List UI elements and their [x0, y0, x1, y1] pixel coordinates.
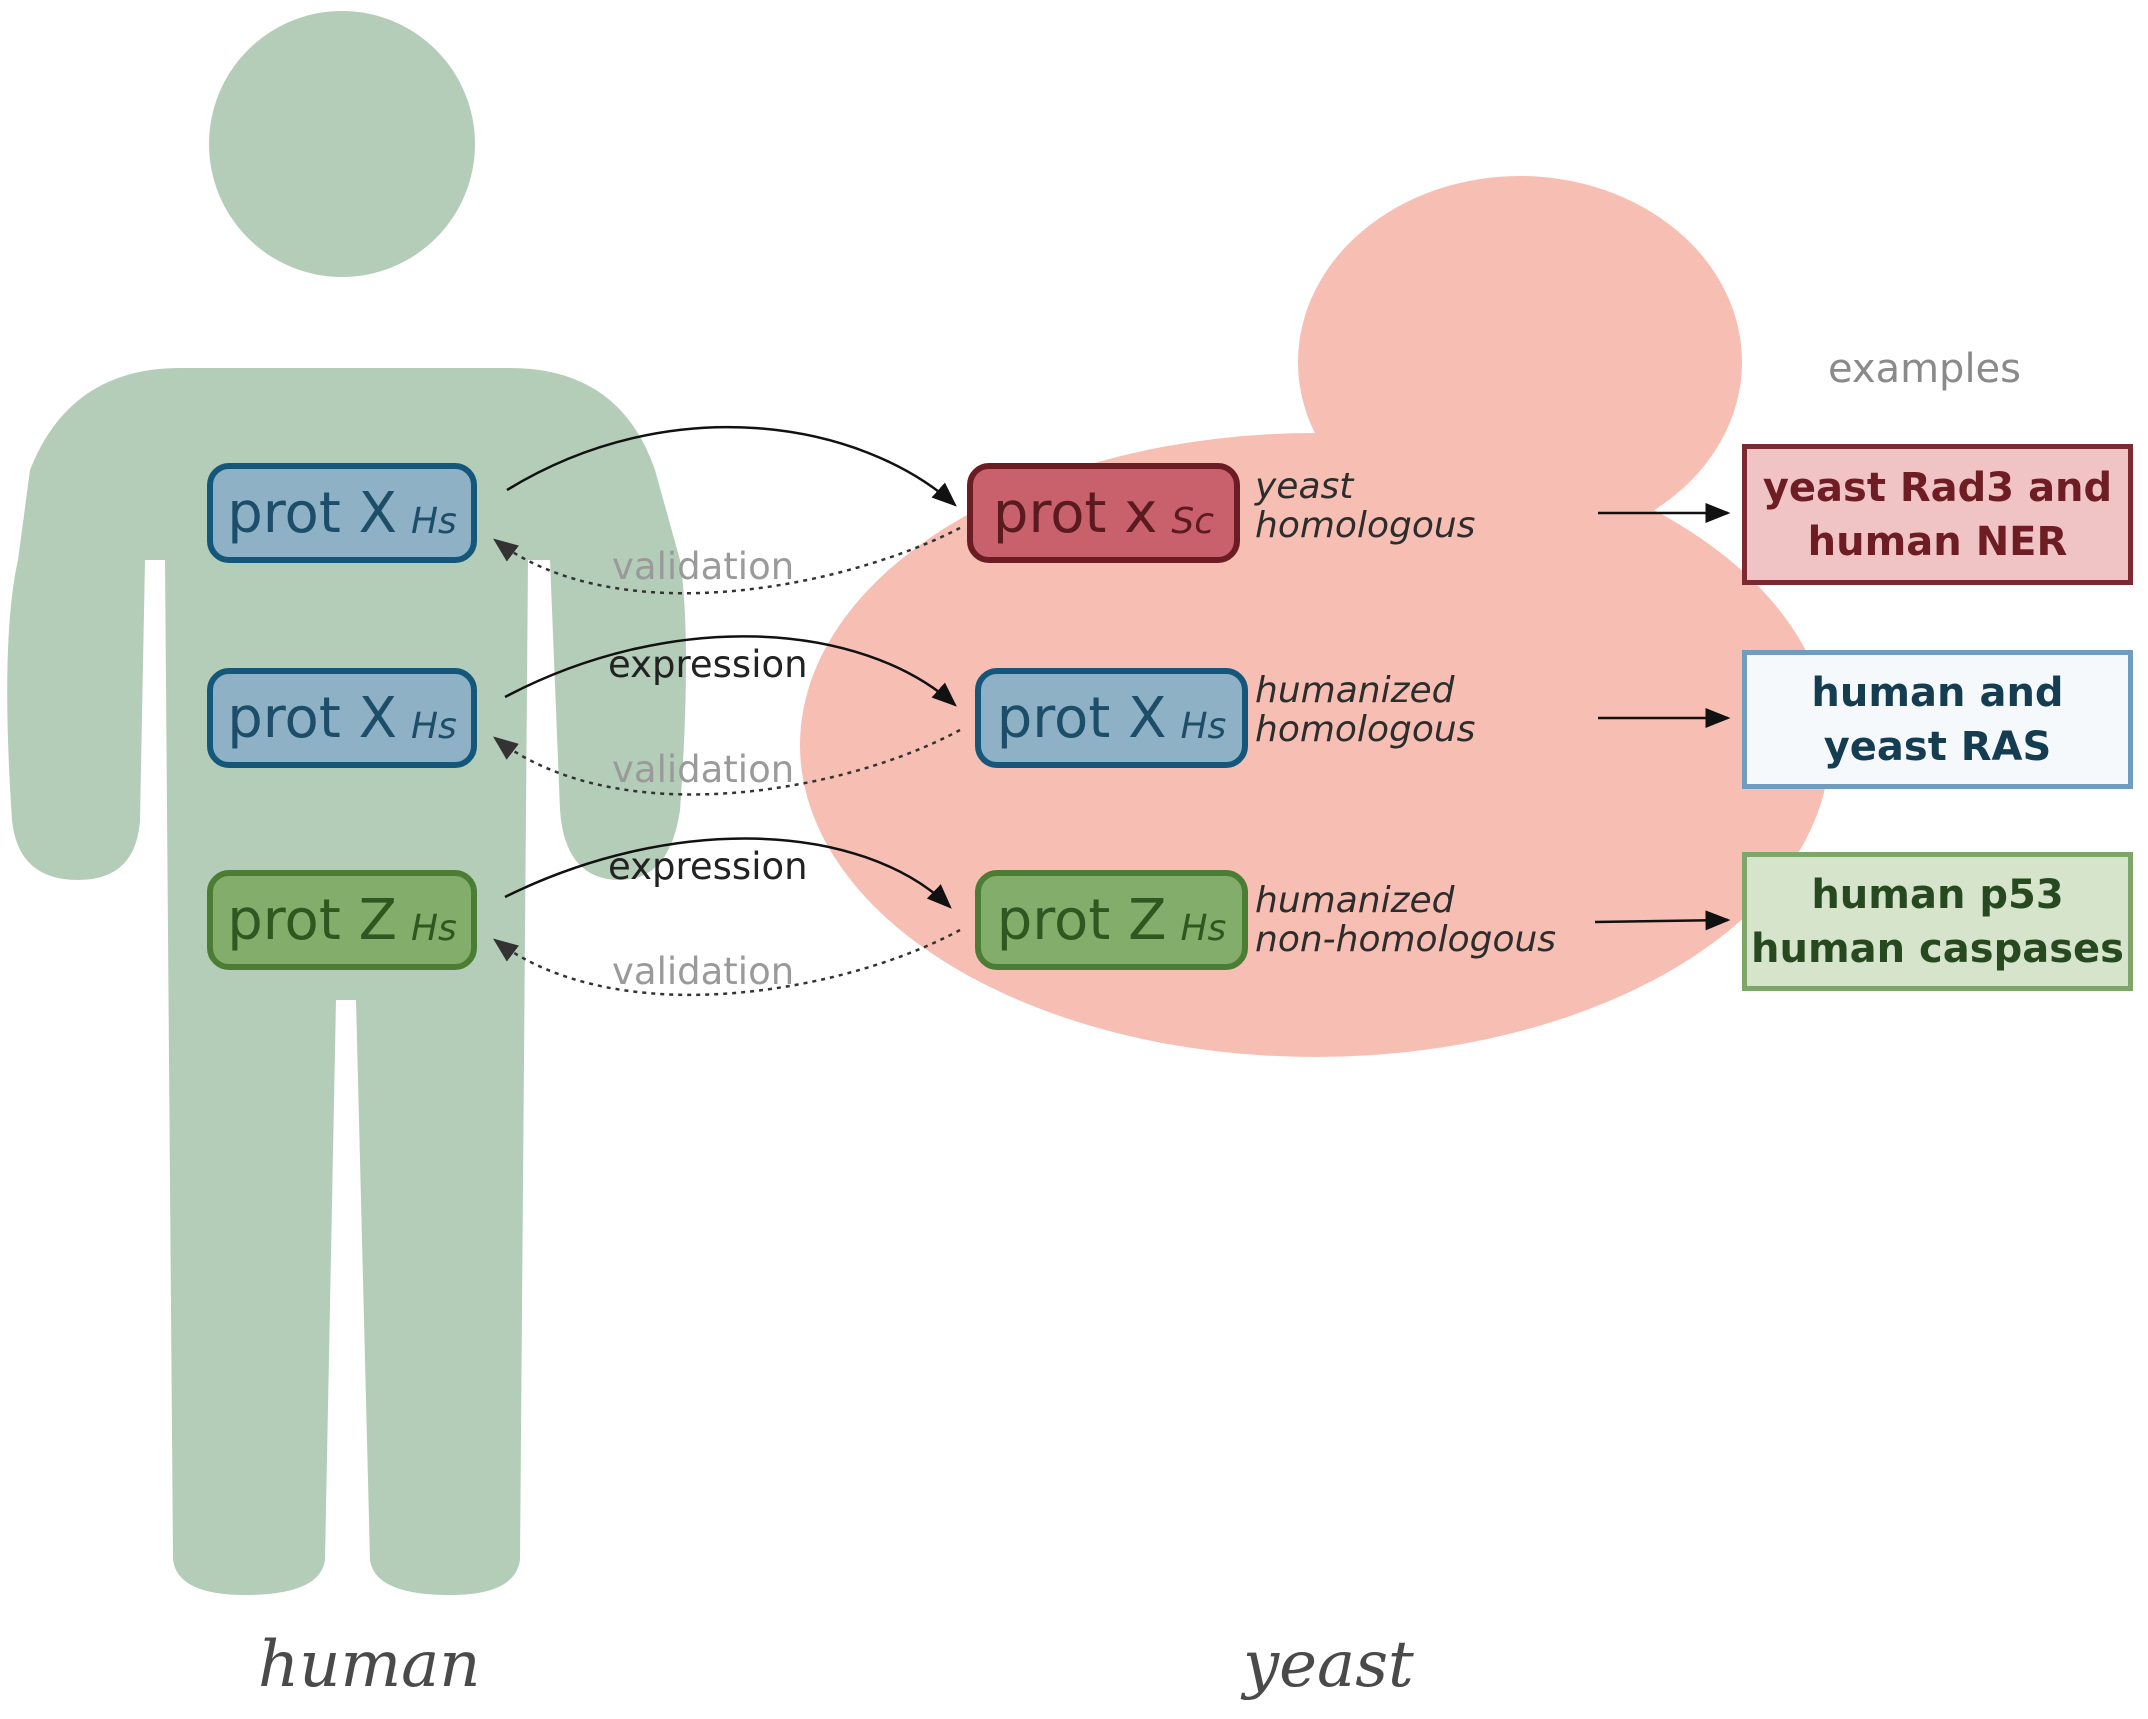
examples-title: examples: [1828, 346, 2022, 392]
yeast-protein-box-1: prot x Sc: [967, 463, 1240, 563]
category-line-1: humanized: [1255, 670, 1455, 711]
expression-label-1: expression: [608, 643, 808, 686]
protein-name: prot Z: [227, 887, 397, 953]
validation-label-1: validation: [612, 545, 795, 588]
protein-name: prot X: [227, 685, 397, 751]
human-head: [209, 11, 475, 277]
human-body: [7, 368, 686, 1595]
yeast-caption: yeast: [1243, 1628, 1414, 1702]
category-line-2: homologous: [1255, 505, 1476, 546]
validation-label-3: validation: [612, 950, 795, 993]
yeast-protein-box-2: prot X Hs: [975, 668, 1248, 768]
expression-arrow-1: [506, 425, 957, 507]
species-label: Hs: [1180, 907, 1227, 949]
yeast-protein-box-3: prot Z Hs: [975, 870, 1248, 970]
expression-arrow-2: [504, 635, 957, 707]
species-label: Sc: [1171, 500, 1215, 542]
category-line-2: non-homologous: [1255, 919, 1557, 960]
validation-arrow-1: [493, 526, 961, 595]
validation-arrow-2: [493, 728, 961, 796]
protein-name: prot x: [992, 480, 1158, 546]
category-line-1: yeast: [1255, 466, 1354, 507]
protein-name: prot X: [227, 480, 397, 546]
protein-name: prot Z: [996, 887, 1167, 953]
example-arrow-3: [1594, 910, 1731, 931]
human-protein-box-3: prot Z Hs: [207, 870, 477, 970]
human-caption: human: [258, 1628, 481, 1702]
example-box-2: human and yeast RAS: [1742, 650, 2133, 789]
category-label-2: humanized homologous: [1255, 671, 1475, 749]
validation-label-2: validation: [612, 748, 795, 791]
example-line-1: human p53: [1811, 871, 2064, 918]
species-label: Hs: [410, 705, 457, 747]
species-label: Hs: [1180, 705, 1227, 747]
example-line-1: yeast Rad3 and: [1762, 464, 2113, 511]
category-line-2: homologous: [1255, 709, 1476, 750]
category-label-1: yeast homologous: [1255, 467, 1475, 545]
human-protein-box-2: prot X Hs: [207, 668, 477, 768]
category-line-1: humanized: [1255, 880, 1455, 921]
example-line-2: human caspases: [1751, 925, 2124, 972]
expression-label-2: expression: [608, 845, 808, 888]
example-box-3: human p53 human caspases: [1742, 852, 2133, 991]
human-protein-box-1: prot X Hs: [207, 463, 477, 563]
example-line-1: human and: [1811, 669, 2064, 716]
example-box-1: yeast Rad3 and human NER: [1742, 444, 2133, 585]
category-label-3: humanized non-homologous: [1255, 881, 1556, 959]
validation-arrow-3: [493, 928, 961, 997]
species-label: Hs: [410, 907, 457, 949]
protein-name: prot X: [996, 685, 1167, 751]
species-label: Hs: [410, 500, 457, 542]
expression-arrow-3: [504, 837, 952, 909]
human-silhouette: [7, 11, 686, 1595]
example-line-2: yeast RAS: [1823, 723, 2052, 770]
example-line-2: human NER: [1807, 518, 2068, 565]
